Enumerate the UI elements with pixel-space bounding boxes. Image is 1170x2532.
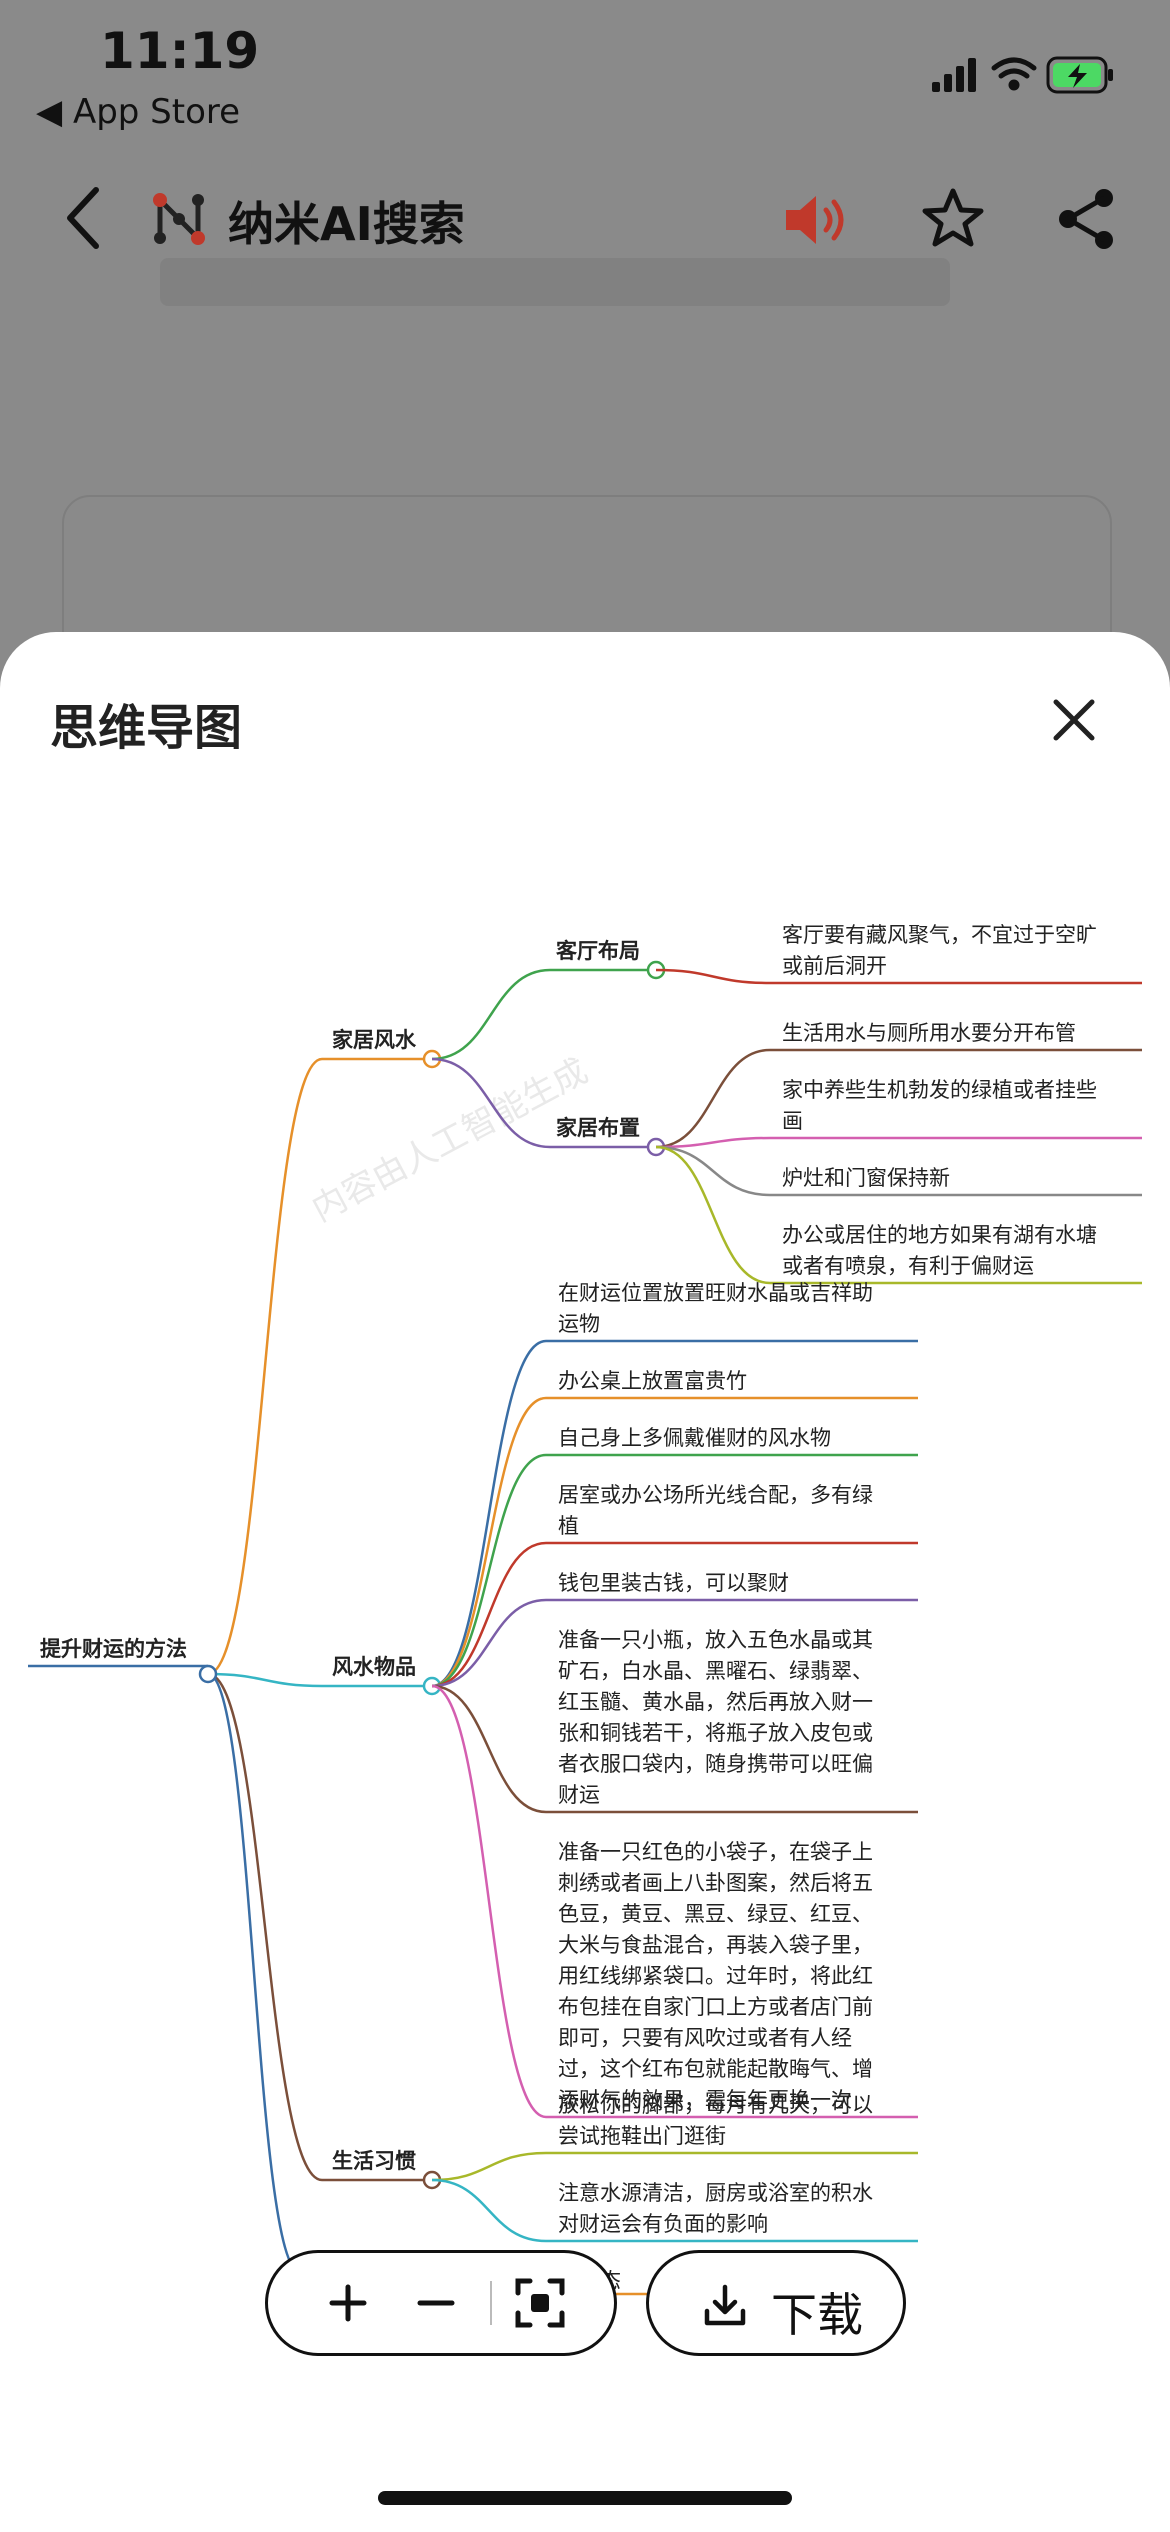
wupin-item-text: 在财运位置放置旺财水晶或吉祥助: [558, 1281, 873, 1305]
wupin-item-text: 添财气的效果，需每年更换一次: [558, 2088, 852, 2112]
sub-link: [431, 1057, 551, 1149]
favorite-star-icon[interactable]: [920, 186, 986, 252]
buzhi-item-text: 办公或居住的地方如果有湖有水塘: [782, 1223, 1097, 1247]
wupin-item-text: 大米与食盐混合，再装入袋子里，: [558, 1933, 873, 1957]
branch-jiaju-fengshui: 家居风水: [332, 1028, 417, 1052]
status-icons: [932, 56, 1113, 94]
close-icon[interactable]: [1048, 694, 1100, 746]
background-content-text: [160, 258, 950, 306]
keting-item-link: [655, 968, 771, 985]
xiguan-item-text: 注意水源清洁，厨房或浴室的积水: [558, 2181, 873, 2205]
branch-link: [207, 1672, 323, 1688]
buzhi-item-link: [655, 1136, 771, 1149]
share-icon[interactable]: [1056, 186, 1118, 252]
xiguan-item-text: 放松你的脚部，每月有几天，可以: [558, 2093, 873, 2117]
mindmap-sheet: 内容由人工智能生成提升财运的方法 家居风水 客厅布局 客厅要有藏风聚气，不宜过于空旷或…: [0, 632, 1170, 2532]
app-title: 纳米AI搜索: [228, 197, 465, 251]
download-button[interactable]: 下载: [646, 2250, 906, 2356]
wupin-item-text: 自己身上多佩戴催财的风水物: [558, 1426, 831, 1450]
branch-fengshui-wupin: 风水物品: [332, 1655, 416, 1679]
buzhi-item-text: 炉灶和门窗保持新: [782, 1166, 950, 1190]
wupin-item-link: [431, 1684, 547, 2119]
buzhi-item-link: [655, 1145, 771, 1197]
keting-item-text: 客厅要有藏风聚气，不宜过于空旷: [782, 923, 1097, 947]
xiguan-item-text: 对财运会有负面的影响: [558, 2212, 768, 2236]
back-chevron-icon[interactable]: [56, 182, 116, 254]
wupin-item-link: [431, 1453, 547, 1688]
wupin-item-text: 矿石，白水晶、黑曜石、绿翡翠、: [558, 1659, 873, 1683]
buzhi-item-link: [655, 1048, 771, 1149]
nano-ai-logo-icon: [153, 193, 205, 245]
hidden-branch-link: [207, 1672, 301, 2274]
signal-icon: [932, 58, 976, 92]
toolbar-divider: [490, 2281, 492, 2325]
wupin-item-text: 红玉髓、黄水晶，然后再放入财一: [558, 1690, 873, 1714]
speaker-icon[interactable]: [782, 190, 854, 250]
buzhi-item-text: 家中养些生机勃发的绿植或者挂些: [782, 1078, 1097, 1102]
status-bar: 11:19 ◀ App Store: [0, 0, 1170, 140]
mindmap-root-node[interactable]: [198, 1664, 218, 1684]
wupin-item-text: 运物: [558, 1312, 600, 1336]
zoom-controls: [265, 2250, 617, 2356]
wupin-item-text: 即可，只要有风吹过或者有人经: [558, 2026, 852, 2050]
xiguan-item-link: [431, 2151, 547, 2182]
wupin-item-text: 财运: [558, 1783, 600, 1807]
battery-charging-icon: [1046, 56, 1113, 94]
zoom-out-icon[interactable]: [404, 2271, 468, 2335]
mindmap-watermark: 内容由人工智能生成: [305, 1051, 594, 1230]
download-icon: [704, 2284, 746, 2326]
home-indicator: [378, 2491, 792, 2505]
app-header: 纳米AI搜索: [0, 160, 1170, 280]
sub-link: [431, 968, 551, 1061]
wupin-item-text: 准备一只小瓶，放入五色水晶或其: [558, 1628, 873, 1652]
sub-keting-buju: 客厅布局: [556, 939, 640, 963]
wupin-item-text: 布包挂在自家门口上方或者店门前: [558, 1995, 873, 2019]
xiguan-item-text: 尝试拖鞋出门逛街: [558, 2124, 726, 2148]
sub-jiaju-buzhi: 家居布置: [556, 1116, 640, 1140]
wupin-item-link: [431, 1396, 547, 1688]
keting-item-text: 或前后洞开: [782, 954, 887, 978]
mindmap-root: 提升财运的方法: [40, 1637, 187, 1661]
wupin-item-text: 者衣服口袋内，随身携带可以旺偏: [558, 1752, 873, 1776]
buzhi-item-text: 或者有喷泉，有利于偏财运: [782, 1254, 1034, 1278]
wupin-item-text: 色豆，黄豆、黑豆、绿豆、红豆、: [558, 1902, 873, 1926]
wupin-item-text: 钱包里装古钱，可以聚财: [558, 1571, 789, 1595]
wupin-item-link: [431, 1684, 547, 1814]
wupin-item-text: 居室或办公场所光线合配，多有绿: [558, 1483, 873, 1507]
download-label: 下载: [771, 2288, 863, 2342]
wupin-item-text: 张和铜钱若干，将瓶子放入皮包或: [558, 1721, 873, 1745]
status-time: 11:19: [100, 22, 260, 80]
wupin-item-text: 办公桌上放置富贵竹: [558, 1369, 747, 1393]
buzhi-item-link: [655, 1145, 771, 1285]
wupin-item-text: 过，这个红布包就能起散晦气、增: [558, 2057, 873, 2081]
wupin-item-text: 植: [558, 1514, 579, 1538]
zoom-in-icon[interactable]: [316, 2271, 380, 2335]
branch-link: [207, 1057, 323, 1676]
wifi-icon: [991, 57, 1037, 91]
buzhi-item-text: 画: [782, 1109, 803, 1133]
branch-link: [207, 1672, 323, 2182]
wupin-item-link: [431, 1598, 547, 1688]
buzhi-item-text: 生活用水与厕所用水要分开布管: [782, 1021, 1076, 1045]
wupin-item-link: [431, 1339, 547, 1688]
branch-shenghuo-xiguan: 生活习惯: [332, 2149, 416, 2173]
wupin-item-link: [431, 1541, 547, 1688]
wupin-item-text: 刺绣或者画上八卦图案，然后将五: [558, 1871, 873, 1895]
wupin-item-text: 准备一只红色的小袋子，在袋子上: [558, 1840, 873, 1864]
fit-screen-icon[interactable]: [508, 2271, 572, 2335]
back-to-app-store-link[interactable]: ◀ App Store: [36, 92, 241, 132]
sheet-title: 思维导图: [50, 700, 243, 756]
xiguan-item-link: [431, 2178, 547, 2243]
wupin-item-text: 用红线绑紧袋口。过年时，将此红: [558, 1964, 873, 1988]
